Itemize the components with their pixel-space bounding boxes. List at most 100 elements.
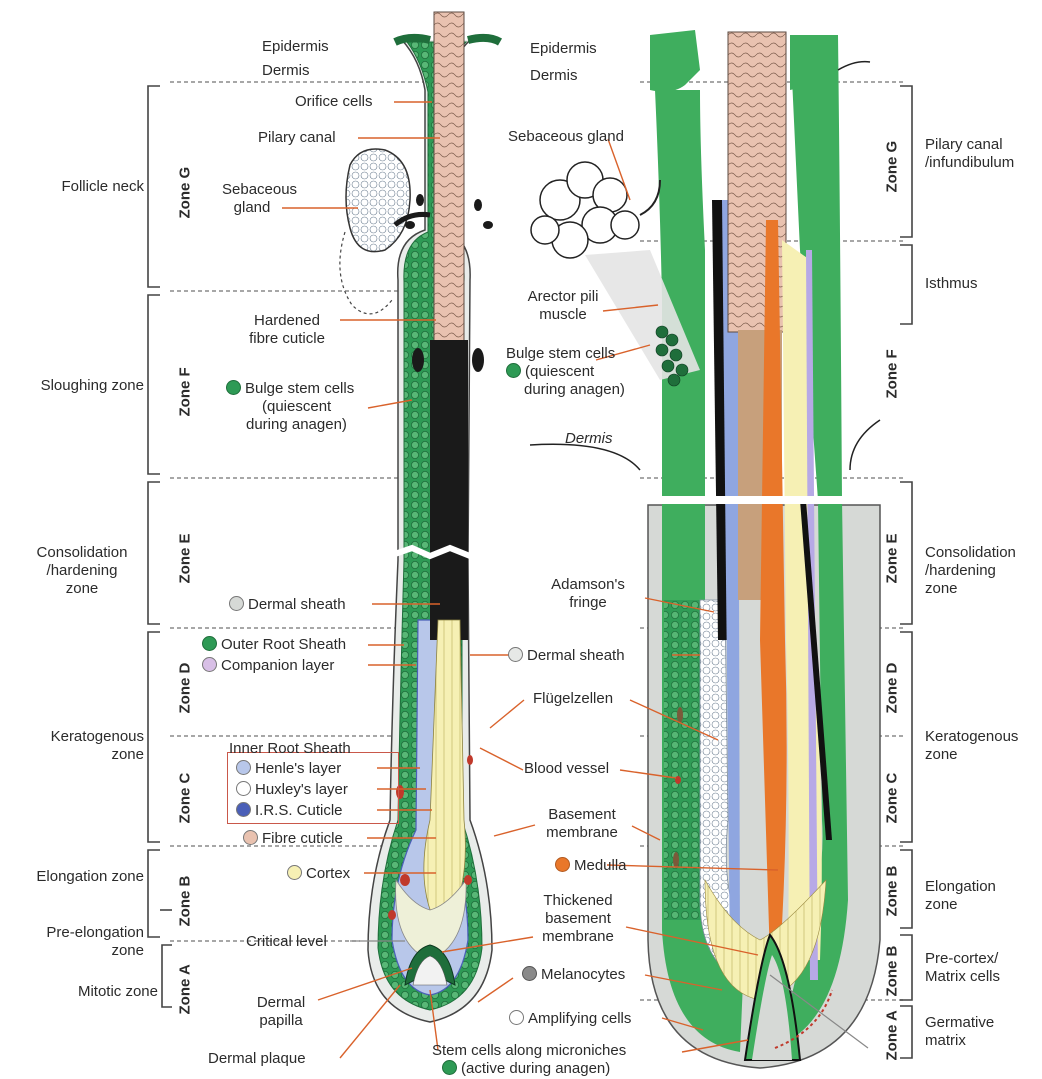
zone-b-right-2: Zone B bbox=[884, 937, 901, 997]
precortex-label: Pre-cortex/ Matrix cells bbox=[925, 950, 1000, 986]
dermis-label-right: Dermis bbox=[530, 67, 578, 85]
zone-c-right: Zone C bbox=[884, 764, 901, 824]
fibre-cuticle-text: Fibre cuticle bbox=[262, 830, 343, 847]
stem-line-2: (active during anagen) bbox=[461, 1060, 610, 1077]
consolidation-r-line-2: /hardening bbox=[925, 562, 1016, 580]
sebaceous-gland-label-left: Sebaceous gland bbox=[222, 181, 282, 217]
dermal-sheath-mid-dot-icon bbox=[508, 647, 523, 662]
stem-line-1: Stem cells along microniches bbox=[432, 1042, 626, 1060]
companion-layer-label: Companion layer bbox=[202, 657, 334, 675]
dermis-label-left: Dermis bbox=[262, 62, 310, 80]
hardened-line-1: Hardened bbox=[232, 312, 342, 330]
consolidation-line-1: Consolidation bbox=[20, 544, 144, 562]
pre-elongation-label: Pre-elongation zone bbox=[4, 924, 144, 960]
stem-dot-icon bbox=[442, 1060, 457, 1075]
consolidation-line-3: zone bbox=[20, 580, 144, 598]
consolidation-r-line-3: zone bbox=[925, 580, 1016, 598]
zone-a-right: Zone A bbox=[884, 1001, 901, 1061]
melanocytes-text: Melanocytes bbox=[541, 966, 625, 983]
elongation-label-right: Elongation zone bbox=[925, 878, 996, 914]
adamson-line-1: Adamson's bbox=[546, 576, 630, 594]
companion-text: Companion layer bbox=[221, 657, 334, 674]
dermis-italic-label: Dermis bbox=[565, 430, 613, 448]
henle-dot-icon bbox=[236, 760, 251, 775]
amplifying-dot-icon bbox=[509, 1010, 524, 1025]
cortex-text: Cortex bbox=[306, 865, 350, 882]
adamson-line-2: fringe bbox=[546, 594, 630, 612]
isthmus-label: Isthmus bbox=[925, 275, 978, 293]
keratogenous-label-left: Keratogenous zone bbox=[10, 728, 144, 764]
medulla-text: Medulla bbox=[574, 857, 627, 874]
zone-b-left: Zone B bbox=[177, 867, 194, 927]
epidermis-label-left: Epidermis bbox=[262, 38, 329, 56]
bulge-right-line-2: (quiescent bbox=[525, 363, 594, 380]
ors-text: Outer Root Sheath bbox=[221, 636, 346, 653]
basement-line-2: membrane bbox=[532, 824, 632, 842]
zone-f-right: Zone F bbox=[884, 339, 901, 399]
melanocytes-label: Melanocytes bbox=[522, 966, 625, 984]
pilary-infundibulum-label: Pilary canal /infundibulum bbox=[925, 136, 1014, 172]
blood-vessel-label: Blood vessel bbox=[524, 760, 609, 778]
basement-line-1: Basement bbox=[532, 806, 632, 824]
fibre-cuticle-label: Fibre cuticle bbox=[243, 830, 343, 848]
henle-text: Henle's layer bbox=[255, 760, 341, 777]
irs-cuticle-text: I.R.S. Cuticle bbox=[255, 802, 343, 819]
medulla-dot-icon bbox=[555, 857, 570, 872]
bulge-line-2: (quiescent bbox=[226, 398, 354, 416]
orifice-cells-label: Orifice cells bbox=[295, 93, 373, 111]
pre-elongation-line-2: zone bbox=[4, 942, 144, 960]
keratogenous-r-line-1: Keratogenous bbox=[925, 728, 1018, 746]
hardened-cuticle-label: Hardened fibre cuticle bbox=[232, 312, 342, 348]
henle-layer-label: Henle's layer bbox=[236, 760, 341, 778]
dermal-plaque-label: Dermal plaque bbox=[208, 1050, 306, 1068]
cortex-dot-icon bbox=[287, 865, 302, 880]
precortex-line-2: Matrix cells bbox=[925, 968, 1000, 986]
basement-membrane-label: Basement membrane bbox=[532, 806, 632, 842]
inner-root-sheath-label: Inner Root Sheath bbox=[229, 740, 351, 758]
thickened-line-2: basement bbox=[528, 910, 628, 928]
left-follicle bbox=[340, 12, 500, 1022]
zone-e-left: Zone E bbox=[177, 524, 194, 584]
bulge-stem-cells-label-left: Bulge stem cells (quiescent during anage… bbox=[226, 380, 354, 434]
pre-elongation-line-1: Pre-elongation bbox=[4, 924, 144, 942]
irs-cuticle-dot-icon bbox=[236, 802, 251, 817]
melanocyte-dot-icon bbox=[522, 966, 537, 981]
papilla-line-2: papilla bbox=[246, 1012, 316, 1030]
consolidation-label-left: Consolidation /hardening zone bbox=[20, 544, 144, 598]
sebaceous-line-2: gland bbox=[222, 199, 282, 217]
dermal-sheath-dot-icon bbox=[229, 596, 244, 611]
ors-green-dot-icon bbox=[226, 380, 241, 395]
papilla-line-1: Dermal bbox=[246, 994, 316, 1012]
zone-f-left: Zone F bbox=[177, 357, 194, 417]
sloughing-zone-label: Sloughing zone bbox=[10, 377, 144, 395]
huxley-layer-label: Huxley's layer bbox=[236, 781, 348, 799]
elongation-zone-label-left: Elongation zone bbox=[4, 868, 144, 886]
huxley-text: Huxley's layer bbox=[255, 781, 348, 798]
right-zone-brackets bbox=[900, 86, 912, 1058]
consolidation-r-line-1: Consolidation bbox=[925, 544, 1016, 562]
zone-a-left: Zone A bbox=[177, 955, 194, 1015]
adamson-fringe-label: Adamson's fringe bbox=[546, 576, 630, 612]
dermal-sheath-text-left: Dermal sheath bbox=[248, 596, 346, 613]
follicle-neck-label: Follicle neck bbox=[10, 178, 144, 196]
hardened-line-2: fibre cuticle bbox=[232, 330, 342, 348]
critical-level-label: Critical level bbox=[246, 933, 327, 951]
stem-cells-label: Stem cells along microniches (active dur… bbox=[432, 1042, 626, 1078]
outer-root-sheath-label: Outer Root Sheath bbox=[202, 636, 346, 654]
medulla-label: Medulla bbox=[555, 857, 627, 875]
dermal-sheath-label-left: Dermal sheath bbox=[229, 596, 346, 614]
germative-line-2: matrix bbox=[925, 1032, 994, 1050]
keratogenous-label-right: Keratogenous zone bbox=[925, 728, 1018, 764]
precortex-line-1: Pre-cortex/ bbox=[925, 950, 1000, 968]
sebaceous-gland-label-right: Sebaceous gland bbox=[508, 128, 624, 146]
huxley-dot-icon bbox=[236, 781, 251, 796]
zone-g-right: Zone G bbox=[884, 133, 901, 193]
thickened-bm-label: Thickened basement membrane bbox=[528, 892, 628, 946]
flugelzellen-label: Flügelzellen bbox=[533, 690, 613, 708]
zone-b-right: Zone B bbox=[884, 857, 901, 917]
germative-matrix-label: Germative matrix bbox=[925, 1014, 994, 1050]
fibre-cuticle-dot-icon bbox=[243, 830, 258, 845]
amplifying-cells-label: Amplifying cells bbox=[509, 1010, 631, 1028]
consolidation-line-2: /hardening bbox=[20, 562, 144, 580]
bulge-right-line-3: during anagen) bbox=[506, 381, 625, 399]
